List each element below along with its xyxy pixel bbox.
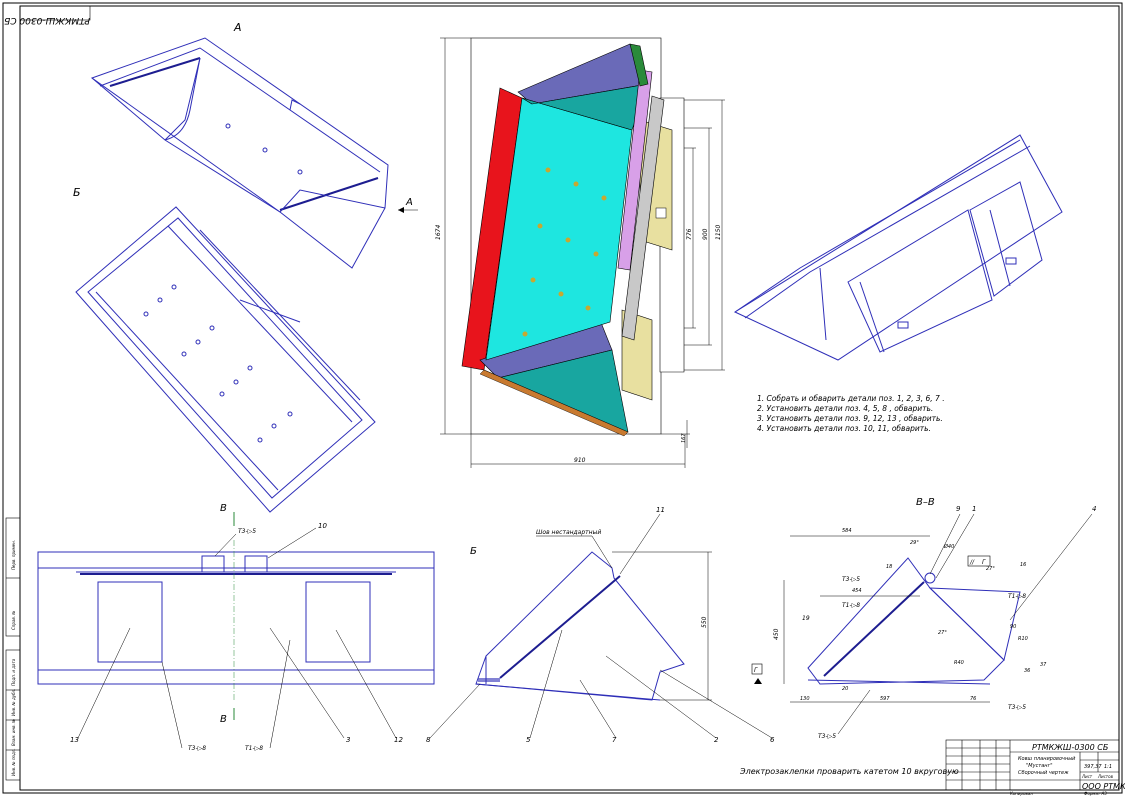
ang-27b: 27° bbox=[986, 566, 995, 572]
weld-w3: Т1-▷8 bbox=[842, 602, 860, 609]
dim-584: 584 bbox=[842, 528, 852, 534]
pos-7: 7 bbox=[612, 736, 617, 744]
note-1: 1. Собрать и обварить детали поз. 1, 2, … bbox=[757, 394, 945, 403]
dim-910: 910 bbox=[574, 457, 586, 464]
title-block: РТМКЖШ-0300 СБ Ковш планировочный "Муста… bbox=[945, 739, 1125, 796]
stamp-copied: Копировал bbox=[1010, 791, 1033, 796]
side-strip: Перв. примен. Справ. № Подп. и дата Инв.… bbox=[5, 517, 21, 781]
dim-37: 37 bbox=[1040, 662, 1047, 668]
shov-label: Шов нестандартный bbox=[536, 529, 601, 536]
weld-note: Электрозаклепки проварить катетом 10 вкр… bbox=[739, 767, 959, 776]
view-b-label: Б bbox=[73, 186, 81, 199]
side-view-b: Б 550 Шов нестандартный 11 8 5 7 2 6 bbox=[426, 506, 775, 744]
stamp-scale: 1:1 bbox=[1104, 764, 1112, 770]
dim-776: 776 bbox=[686, 228, 693, 240]
drawing-frame bbox=[19, 5, 1120, 791]
stamp-title-3: Сборочный чертеж bbox=[1018, 770, 1069, 776]
side-strip-s5: Взам. инв. № bbox=[11, 719, 16, 746]
dim-597: 597 bbox=[880, 696, 890, 702]
stamp-format: Формат А3 bbox=[1084, 791, 1107, 796]
front-view: В В Т3-▷5 10 13 Т3-▷8 Т1-▷8 3 12 bbox=[37, 503, 435, 752]
section-v-top: В bbox=[220, 503, 227, 514]
pos-8: 8 bbox=[426, 736, 431, 744]
stamp-title-1: Ковш планировочный bbox=[1018, 756, 1076, 762]
stamp-title-2: "Мустанг" bbox=[1026, 763, 1053, 769]
view-a-label: А bbox=[233, 21, 242, 34]
stamp-sheet-label: Лист bbox=[1081, 774, 1093, 779]
view-b-iso: Б bbox=[73, 186, 376, 513]
center-colored-view: 1674 910 1150 900 776 610 167 bbox=[435, 37, 725, 468]
pos-5: 5 bbox=[526, 736, 531, 744]
section-title: В–В bbox=[916, 497, 935, 508]
dim-90: 90 bbox=[1010, 624, 1016, 630]
r10: R10 bbox=[1018, 636, 1028, 642]
pos-6: 6 bbox=[770, 736, 775, 744]
dim-1150: 1150 bbox=[715, 225, 722, 240]
weld-w4: Т1-▷8 bbox=[1008, 593, 1026, 600]
dim-450: 450 bbox=[773, 628, 780, 640]
section-v-v: В–В 584 450 454 130 597 76 20 18 16 36 3… bbox=[751, 497, 1096, 740]
dim-167: 167 bbox=[681, 433, 687, 443]
pos-13: 13 bbox=[70, 736, 79, 744]
stamp-sheets-label: Листов bbox=[1097, 774, 1114, 779]
pos-12: 12 bbox=[394, 736, 403, 744]
side-strip-s3: Подп. и дата bbox=[11, 658, 16, 686]
weld-w2: Т3-▷5 bbox=[842, 576, 860, 583]
note-2: 2. Установить детали поз. 4, 5, 8 , обва… bbox=[757, 404, 933, 413]
dim-900: 900 bbox=[702, 228, 709, 240]
view-a-iso: А bbox=[90, 21, 389, 269]
view-a-arrow: А bbox=[398, 197, 418, 213]
pos-4: 4 bbox=[1092, 505, 1096, 513]
flat-ref: Г bbox=[982, 559, 986, 566]
pos-11: 11 bbox=[656, 506, 665, 514]
stamp-designation: РТМКЖШ-0300 СБ bbox=[1032, 743, 1109, 752]
top-left-code-box bbox=[19, 5, 91, 21]
ang-29: 29° bbox=[910, 540, 919, 546]
pos-10: 10 bbox=[318, 522, 327, 530]
dim-20: 20 bbox=[842, 686, 848, 692]
ang-27a: 27° bbox=[938, 630, 947, 636]
dim-76: 76 bbox=[970, 696, 976, 702]
dia40: Ø40 bbox=[943, 543, 954, 550]
stamp-company: ООО РТМК bbox=[1082, 782, 1125, 791]
weld-w8: Т1-▷8 bbox=[245, 745, 263, 752]
dim-18b: 16 bbox=[1020, 562, 1026, 568]
side-strip-s4: Инв. № дубл. bbox=[11, 689, 16, 716]
holes bbox=[143, 284, 293, 443]
center-holes bbox=[522, 167, 607, 337]
note-4: 4. Установить детали поз. 10, 11, обвари… bbox=[757, 424, 931, 433]
weld-w6: Т3-▷5 bbox=[818, 733, 836, 740]
weld-w5: Т3-▷5 bbox=[1008, 704, 1026, 711]
note-3: 3. Установить детали поз. 9, 12, 13 , об… bbox=[757, 414, 943, 423]
view-b-arrow-label: Б bbox=[470, 546, 477, 557]
stamp-mass: 397,37 bbox=[1084, 764, 1102, 770]
pos-2: 2 bbox=[714, 736, 719, 744]
datum-g: Г bbox=[754, 667, 758, 674]
flat-symbol: // bbox=[969, 559, 975, 566]
pos-3: 3 bbox=[346, 736, 350, 744]
side-strip-s1: Перв. примен. bbox=[11, 540, 16, 570]
side-strip-s7: Инв. № подл. bbox=[11, 748, 16, 776]
side-strip-s2: Справ. № bbox=[11, 611, 16, 630]
dim-454: 454 bbox=[852, 588, 862, 594]
weld-w7: Т3-▷8 bbox=[188, 745, 206, 752]
r40: R40 bbox=[954, 660, 964, 666]
assembly-notes: 1. Собрать и обварить детали поз. 1, 2, … bbox=[757, 394, 945, 433]
pos-1: 1 bbox=[972, 505, 976, 513]
dim-1674: 1674 bbox=[435, 225, 442, 240]
dim-550: 550 bbox=[701, 616, 708, 628]
dim-18: 18 bbox=[886, 564, 892, 570]
weld-w1: Т3-▷5 bbox=[238, 528, 256, 535]
section-v-bottom: В bbox=[220, 714, 227, 725]
dim-130: 130 bbox=[800, 696, 810, 702]
view-a-arrow-label: А bbox=[405, 197, 413, 208]
pos-9: 9 bbox=[956, 505, 961, 513]
dim-36: 36 bbox=[1024, 668, 1030, 674]
dim-19: 19 bbox=[802, 615, 810, 622]
right-iso bbox=[733, 134, 1063, 361]
